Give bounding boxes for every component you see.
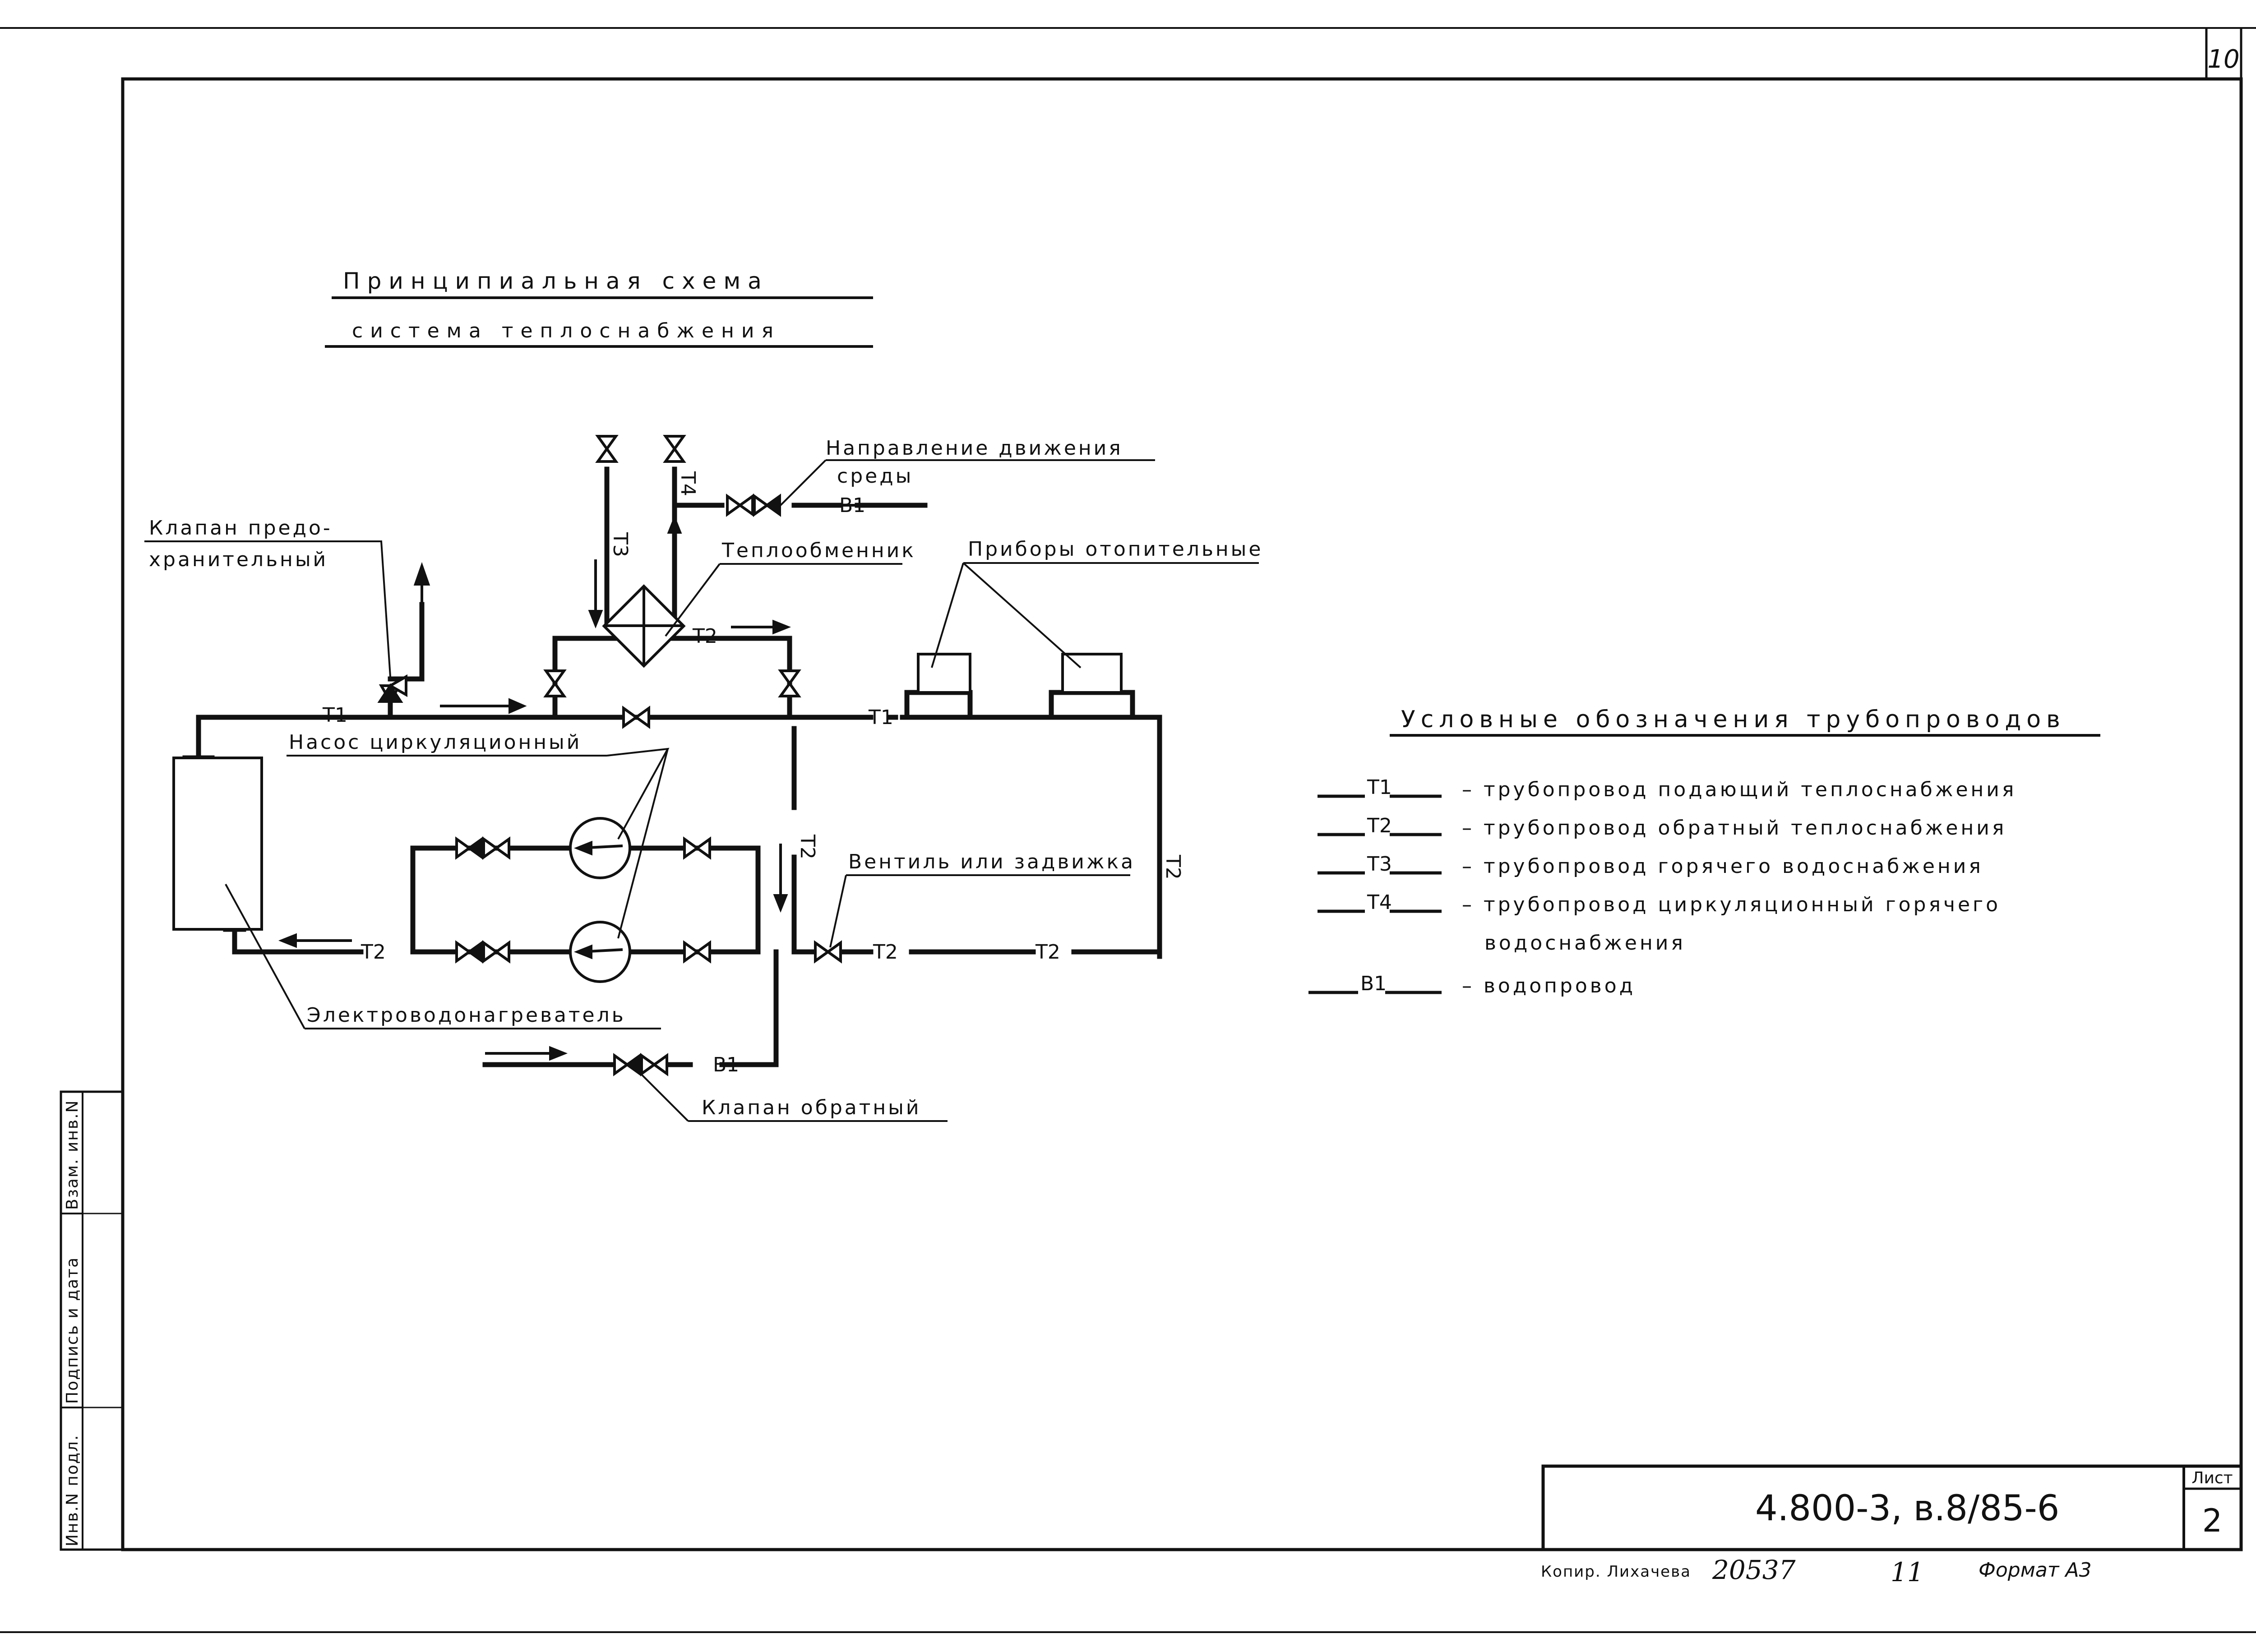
label-boiler: Электроводонагреватель	[307, 1004, 626, 1027]
side-vzam-inv: Взам. инв.N	[63, 1100, 82, 1210]
legend-code: В1	[1360, 972, 1387, 995]
svg-text:Т4: Т4	[676, 471, 699, 496]
label-check-valve: Клапан обратный	[702, 1096, 921, 1119]
pipe-network	[182, 466, 1162, 1067]
svg-text:Т2: Т2	[692, 625, 717, 648]
svg-text:В1: В1	[713, 1053, 739, 1076]
radiator-icon	[917, 653, 1123, 694]
legend-item-b1: – водопровод	[1462, 974, 1636, 997]
side-stamp: Инв.N подл. Подпись и дата Взам. инв.N	[60, 1090, 124, 1551]
legend-item-t4: – трубопровод циркуляционный горячего	[1462, 893, 2001, 916]
svg-text:Т2: Т2	[1035, 941, 1060, 964]
label-flow-direction: Направление движения	[826, 437, 1123, 460]
svg-text:Т2: Т2	[361, 941, 386, 964]
order-number: 20537	[1712, 1555, 1796, 1585]
sheet-frame	[0, 27, 2256, 1633]
legend-heading: Условные обозначения трубопроводов	[1401, 706, 2066, 733]
copier-name: Копир. Лихачева	[1541, 1563, 1691, 1581]
heat-exchanger-icon	[602, 584, 686, 668]
sheet-number: 2	[2202, 1502, 2223, 1539]
legend-code: Т4	[1367, 891, 1392, 914]
legend-code: Т1	[1367, 776, 1392, 799]
legend: Условные обозначения трубопроводов Т1 – …	[1308, 706, 2100, 997]
svg-text:В1: В1	[839, 494, 865, 517]
paper-format: Формат А3	[1979, 1559, 2092, 1582]
svg-text:Т3: Т3	[609, 532, 632, 557]
svg-text:Т2: Т2	[796, 834, 819, 859]
leader-lines	[144, 459, 1259, 1122]
legend-item-t2: – трубопровод обратный теплоснабжения	[1462, 817, 2006, 840]
check-valve-icon	[457, 496, 780, 1074]
label-heat-exchanger: Теплообменник	[721, 539, 916, 562]
title-block: 4.800-3, в.8/85-6 Лист 2 Копир. Лихачева…	[1541, 1464, 2243, 1587]
page-number: 10	[2207, 45, 2239, 74]
legend-item-t4-cont: водоснабжения	[1484, 932, 1686, 955]
side-sign-date: Подпись и дата	[63, 1257, 82, 1404]
svg-text:Т2: Т2	[1161, 854, 1184, 880]
label-pump: Насос циркуляционный	[289, 731, 582, 754]
label-safety-valve: Клапан предо-	[149, 517, 333, 540]
side-inv-podl: Инв.N подл.	[63, 1435, 82, 1546]
safety-valve-icon	[377, 674, 407, 705]
doc-code: 4.800-3, в.8/85-6	[1755, 1488, 2059, 1529]
legend-code: Т2	[1367, 814, 1392, 837]
label-gate-valve: Вентиль или задвижка	[848, 850, 1135, 873]
label-safety-valve-2: хранительный	[149, 548, 328, 571]
legend-code: Т3	[1367, 853, 1392, 876]
svg-text:Т1: Т1	[322, 704, 347, 727]
legend-item-t3: – трубопровод горячего водоснабжения	[1462, 855, 1983, 878]
copy-number: 11	[1891, 1557, 1924, 1587]
diagram-title: Принципиальная схема	[343, 268, 769, 294]
pipe-tags: Т1 Т1 Т2 Т2 Т2 Т2 В1 В1 Т2 Т2 Т3 Т4	[322, 471, 1184, 1076]
svg-text:Т2: Т2	[873, 941, 898, 964]
svg-text:Т1: Т1	[868, 706, 893, 729]
label-heaters: Приборы отопительные	[968, 538, 1263, 561]
boiler-icon	[172, 757, 263, 931]
flow-arrow-icon	[278, 504, 925, 1061]
legend-item-t1: – трубопровод подающий теплоснабжения	[1462, 778, 2016, 801]
pump-icon	[569, 817, 631, 983]
sheet-label: Лист	[2191, 1469, 2233, 1487]
label-flow-medium: среды	[837, 465, 913, 488]
diagram-subtitle: система теплоснабжения	[352, 319, 781, 342]
